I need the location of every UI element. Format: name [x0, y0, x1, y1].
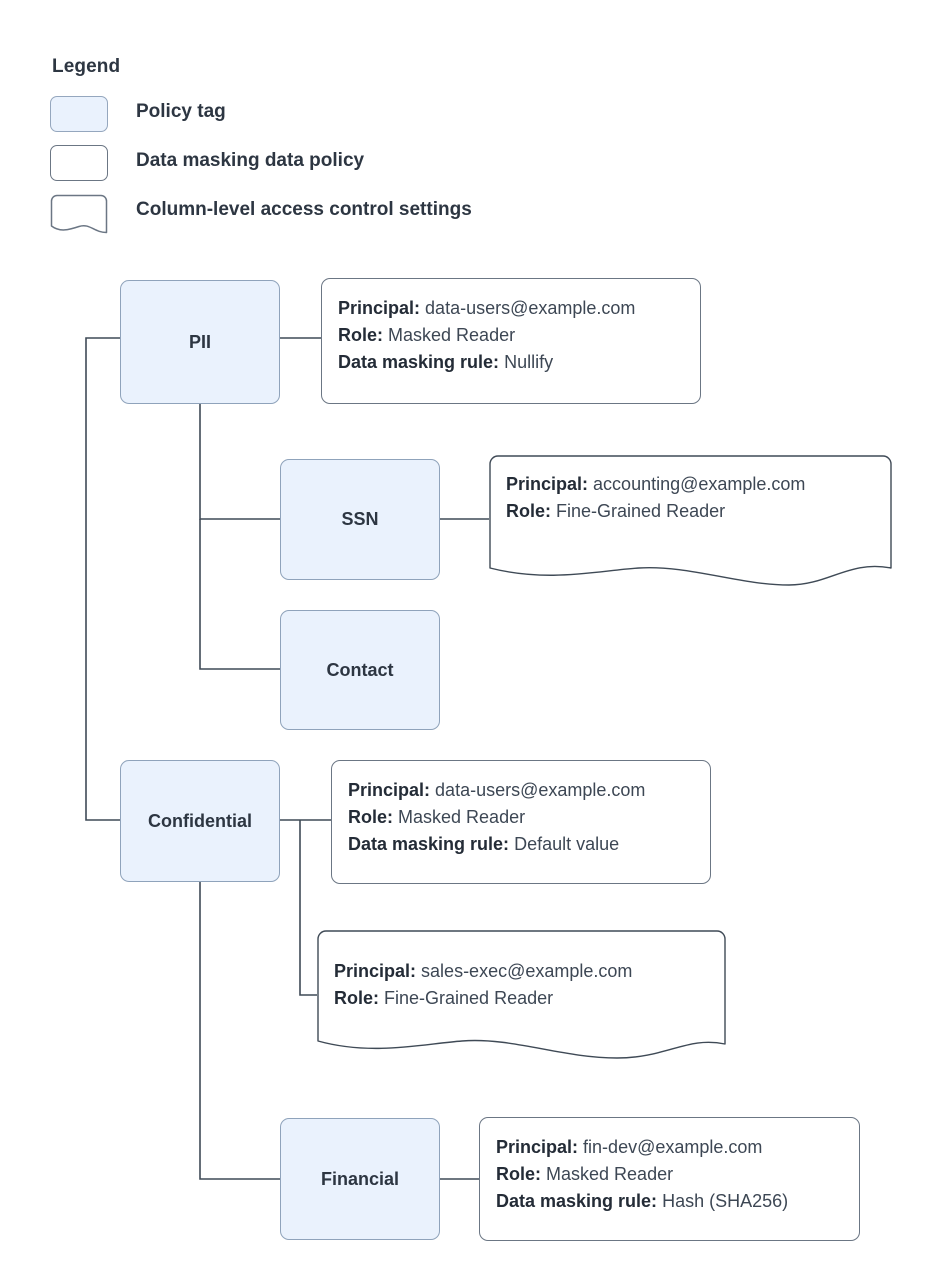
role-label: Role:	[348, 807, 393, 827]
data-policy-card-pii[interactable]: Principal: data-users@example.com Role: …	[321, 278, 701, 404]
card-text: Principal: sales-exec@example.com Role: …	[317, 930, 726, 1012]
masking-rule-line: Data masking rule: Hash (SHA256)	[496, 1188, 843, 1215]
principal-value: sales-exec@example.com	[421, 961, 633, 981]
masking-rule-value: Nullify	[504, 352, 554, 372]
access-control-card-confidential[interactable]: Principal: sales-exec@example.com Role: …	[317, 930, 726, 1061]
data-policy-card-confidential[interactable]: Principal: data-users@example.com Role: …	[331, 760, 711, 884]
principal-label: Principal:	[496, 1137, 579, 1157]
connector-confidential-to-financial	[199, 882, 280, 1180]
principal-label: Principal:	[338, 298, 421, 318]
role-value: Masked Reader	[398, 807, 526, 827]
principal-value: accounting@example.com	[593, 474, 806, 494]
role-value: Fine-Grained Reader	[556, 501, 726, 521]
wavy-card-shape	[317, 930, 726, 1059]
card-text: Principal: accounting@example.com Role: …	[489, 455, 892, 525]
policy-tag-node-financial[interactable]: Financial	[280, 1118, 440, 1240]
role-value: Masked Reader	[546, 1164, 674, 1184]
principal-value: fin-dev@example.com	[583, 1137, 763, 1157]
data-policy-card-financial[interactable]: Principal: fin-dev@example.com Role: Mas…	[479, 1117, 860, 1241]
role-value: Masked Reader	[388, 325, 516, 345]
principal-label: Principal:	[334, 961, 417, 981]
role-line: Role: Fine-Grained Reader	[506, 498, 876, 525]
principal-value: data-users@example.com	[435, 780, 646, 800]
policy-tag-node-contact[interactable]: Contact	[280, 610, 440, 730]
principal-line: Principal: data-users@example.com	[348, 777, 694, 804]
masking-rule-line: Data masking rule: Nullify	[338, 349, 684, 376]
policy-tag-swatch-icon	[50, 96, 108, 132]
connector-pii-to-confidential	[85, 337, 120, 821]
policy-tag-label: SSN	[341, 509, 379, 529]
principal-label: Principal:	[348, 780, 431, 800]
role-line: Role: Masked Reader	[496, 1161, 843, 1188]
column-access-settings-swatch-icon	[50, 194, 108, 234]
masking-rule-label: Data masking rule:	[348, 834, 510, 854]
role-line: Role: Masked Reader	[348, 804, 694, 831]
wavy-rect-icon	[50, 194, 108, 234]
principal-line: Principal: data-users@example.com	[338, 295, 684, 322]
legend-item-label: Policy tag	[136, 101, 226, 122]
policy-tag-label: Contact	[326, 659, 394, 680]
principal-line: Principal: sales-exec@example.com	[334, 958, 710, 985]
policy-tag-label: Financial	[320, 1168, 400, 1189]
principal-label: Principal:	[506, 474, 589, 494]
data-masking-policy-swatch-icon	[50, 145, 108, 181]
connector-pii-to-contact	[199, 519, 280, 670]
role-label: Role:	[338, 325, 383, 345]
legend-title: Legend	[52, 56, 121, 77]
role-label: Role:	[506, 501, 551, 521]
access-control-card-ssn[interactable]: Principal: accounting@example.com Role: …	[489, 455, 892, 586]
masking-rule-label: Data masking rule:	[496, 1191, 658, 1211]
principal-value: data-users@example.com	[425, 298, 636, 318]
connector-pii-to-ssn	[199, 404, 280, 520]
masking-rule-value: Hash (SHA256)	[662, 1191, 789, 1211]
masking-rule-line: Data masking rule: Default value	[348, 831, 694, 858]
policy-tag-node-pii[interactable]: PII	[120, 280, 280, 404]
role-line: Role: Masked Reader	[338, 322, 684, 349]
policy-tag-node-confidential[interactable]: Confidential	[120, 760, 280, 882]
principal-line: Principal: accounting@example.com	[506, 471, 876, 498]
legend-item-label: Data masking data policy	[136, 150, 365, 171]
role-value: Fine-Grained Reader	[384, 988, 554, 1008]
connector-confidential-to-access	[299, 820, 317, 996]
role-label: Role:	[496, 1164, 541, 1184]
masking-rule-value: Default value	[514, 834, 620, 854]
policy-tag-node-ssn[interactable]: SSN	[280, 459, 440, 580]
masking-rule-label: Data masking rule:	[338, 352, 500, 372]
policy-tag-label: Confidential	[148, 810, 252, 831]
legend-item-label: Column-level access control settings	[136, 199, 472, 220]
wavy-card-shape	[489, 455, 892, 586]
legend: Legend Policy tag Data masking data poli…	[50, 56, 750, 234]
principal-line: Principal: fin-dev@example.com	[496, 1134, 843, 1161]
role-line: Role: Fine-Grained Reader	[334, 985, 710, 1012]
policy-tag-label: PII	[188, 331, 211, 352]
role-label: Role:	[334, 988, 379, 1008]
